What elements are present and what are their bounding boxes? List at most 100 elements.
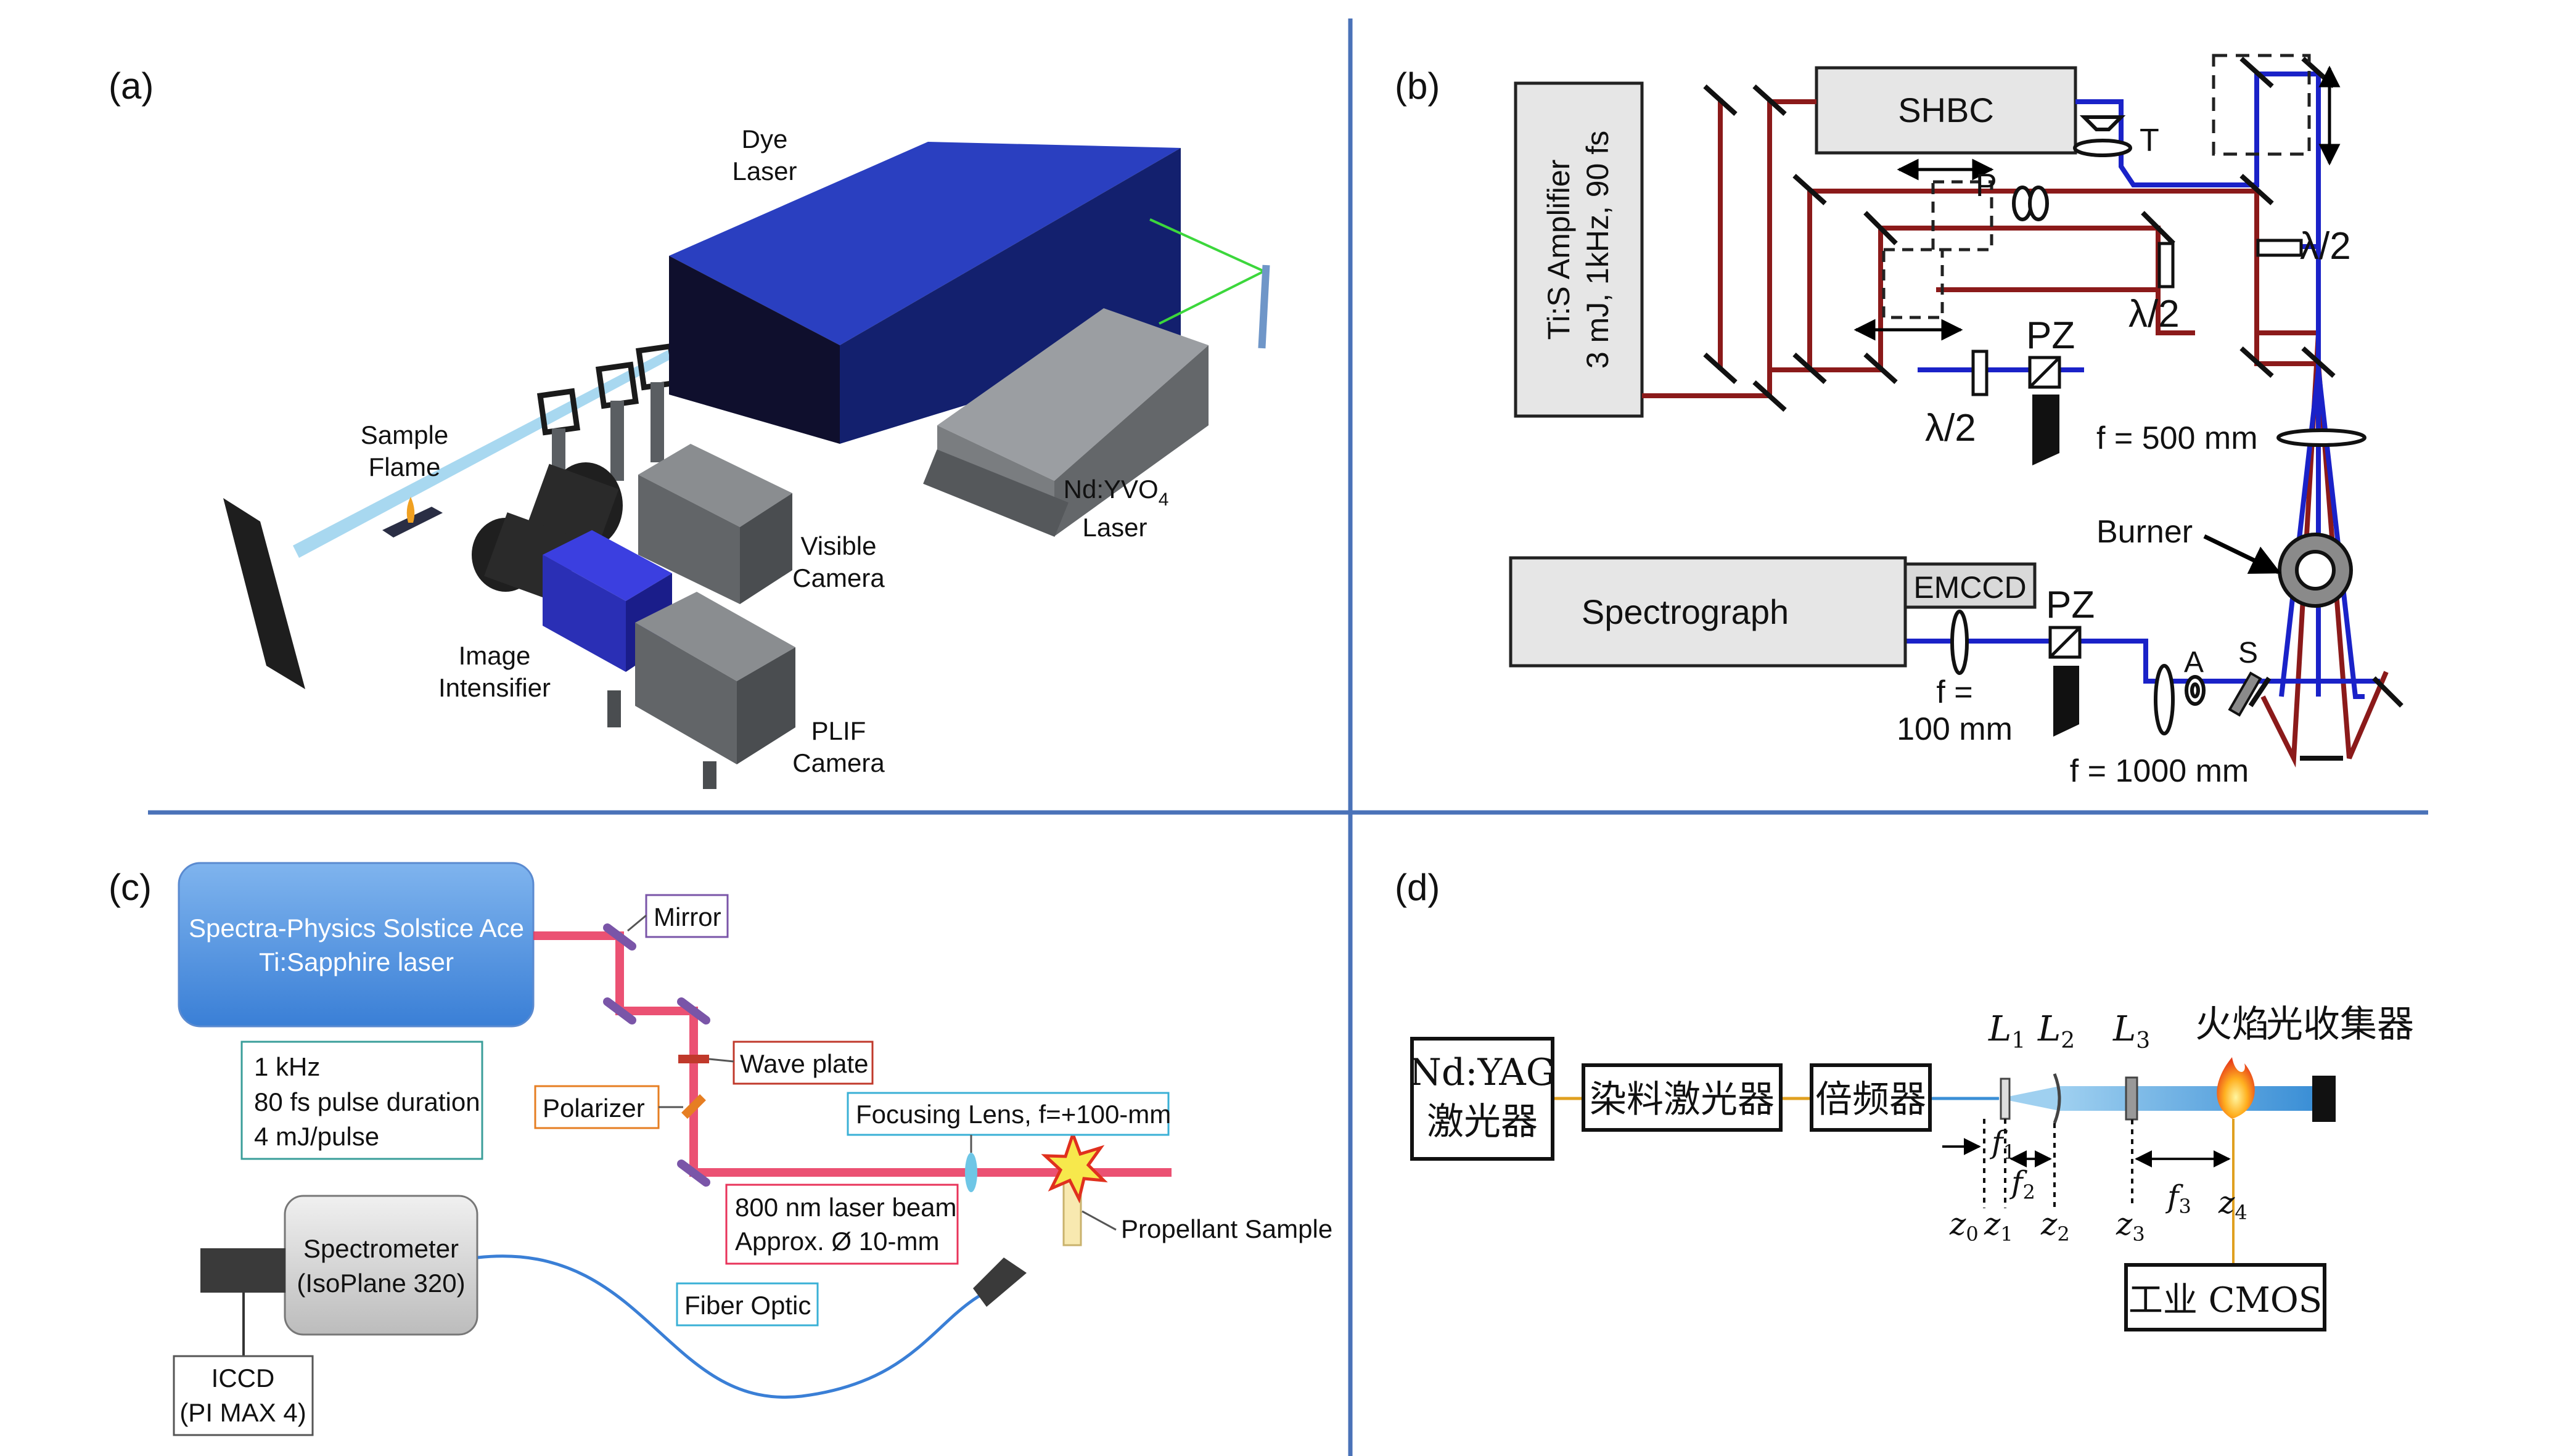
ti-s-amplifier-label-line2: 3 mJ, 1kHz, 90 fs	[1580, 131, 1615, 369]
image-intensifier-label-line1: Image	[459, 641, 531, 670]
visible-camera	[528, 444, 792, 604]
z-label-4: z4	[2218, 1185, 2247, 1224]
panel-label-c: (c)	[109, 867, 152, 908]
lens-f500	[2276, 428, 2366, 447]
aperture-label: A	[2184, 646, 2204, 679]
lens-label-l1: L1	[1988, 1009, 2026, 1053]
pz-beam-dump-top	[2032, 395, 2059, 465]
mirror-leader	[627, 914, 647, 932]
panel-b: Ti:S Amplifier 3 mJ, 1kHz, 90 fs SHBC	[1509, 54, 2403, 789]
uv-beam	[293, 321, 724, 558]
burner-label: Burner	[2096, 514, 2193, 550]
iccd-camera-body	[200, 1248, 285, 1293]
shbc-label: SHBC	[1898, 91, 1994, 129]
z-label-0: z0	[1949, 1206, 1979, 1246]
wave-plate-leader	[708, 1058, 734, 1063]
focal-length-markers	[1942, 1119, 2231, 1208]
panel-c: Spectra-Physics Solstice Ace Ti:Sapphire…	[173, 862, 1332, 1436]
spectrograph-label: Spectrograph	[1582, 592, 1789, 631]
sample-flame-icon	[406, 497, 415, 523]
nd-yag-box	[1410, 1037, 1554, 1161]
propellant-leader	[1082, 1210, 1117, 1231]
telescope-label: T	[2140, 123, 2159, 158]
z-label-1: z1	[1984, 1206, 2013, 1246]
plif-camera-label-line1: PLIF	[811, 716, 866, 745]
plif-camera-label-line2: Camera	[792, 748, 885, 777]
ti-s-amplifier-label-line1: Ti:S Amplifier	[1541, 160, 1576, 340]
dye-laser-box-d	[1582, 1063, 1783, 1132]
pz-beam-dump-bottom	[2053, 666, 2079, 737]
lambda-half-label-1: λ/2	[2300, 225, 2351, 268]
panel-dividers	[148, 18, 2428, 1456]
d-main-beam	[2059, 1086, 2312, 1111]
burner-icon	[2278, 533, 2353, 608]
beam-desc-line1: 800 nm laser beam	[735, 1193, 957, 1222]
burner-arrow	[2203, 534, 2281, 575]
fiber-collimator	[973, 1258, 1027, 1307]
wave-plate-label-box	[733, 1041, 874, 1085]
freq-doubler-box	[1810, 1063, 1932, 1132]
telescope-t-icon	[2073, 115, 2132, 157]
focal-label-f1: f1	[1989, 1124, 2016, 1164]
explosion-icon	[1041, 1129, 1108, 1204]
focusing-lens-label-box	[847, 1092, 1170, 1136]
emccd-label: EMCCD	[1913, 570, 2026, 605]
flame-label-d: 火焰	[2195, 1003, 2269, 1046]
dye-laser-label-line2: Laser	[732, 157, 797, 186]
pump-mirror	[1258, 264, 1270, 349]
panel-d: Nd:YAG 激光器 染料激光器 倍频器 L1 L2 L3 火焰 光收集器	[1409, 1003, 2414, 1331]
nd-yvo4-label-line1: Nd:YVO4	[1064, 475, 1169, 510]
filter-s	[2228, 671, 2262, 717]
aperture-a-icon	[2185, 675, 2206, 706]
polarizer-label: Polarizer	[543, 1094, 645, 1123]
nd-yag-label-line1: Nd:YAG	[1409, 1051, 1555, 1094]
laser-box-label-line1: Spectra-Physics Solstice Ace	[189, 914, 524, 943]
sample-flame-label-line1: Sample	[361, 420, 448, 449]
f100-label-line1: f =	[1936, 674, 1972, 710]
fiber-optic-label: Fiber Optic	[684, 1291, 811, 1320]
fiber-optic-cable	[477, 1254, 1003, 1399]
z-label-3: z3	[2116, 1206, 2145, 1246]
nd-yvo4-label-line2: Laser	[1082, 513, 1147, 542]
spectrograph-box	[1509, 556, 1907, 668]
shbc-box	[1815, 66, 2077, 155]
cmos-label: 工业 CMOS	[2128, 1280, 2322, 1320]
fiber-optic-label-box	[676, 1282, 819, 1327]
ti-s-amplifier-box	[1514, 81, 1644, 418]
mirror-label: Mirror	[654, 902, 721, 931]
lens-l1-d	[2000, 1078, 2011, 1120]
lens-label-l3: L3	[2112, 1009, 2150, 1053]
z-label-2: z2	[2040, 1206, 2070, 1246]
nd-yag-label-line2: 激光器	[1427, 1100, 1538, 1143]
d-focused-beam	[1999, 1086, 2059, 1111]
laser-box-label-line2: Ti:Sapphire laser	[259, 947, 454, 976]
dye-laser-box	[669, 142, 1181, 444]
blue-beam-paths	[1905, 72, 2380, 699]
lambda-half-label-3: λ/2	[1925, 407, 1976, 449]
spectrometer-label-line1: Spectrometer	[303, 1234, 459, 1263]
waveplate-3	[1971, 350, 1989, 396]
panel-b-mirrors	[1703, 57, 2403, 761]
light-collector-label: 光收集器	[2266, 1003, 2414, 1046]
periscope-p-icon	[2012, 186, 2049, 221]
lens-f100	[1950, 610, 1969, 675]
dye-laser-label-d: 染料激光器	[1590, 1078, 1775, 1121]
waveplate-1	[2157, 242, 2175, 288]
lens-f1000	[2154, 664, 2175, 735]
f1000-label: f = 1000 mm	[2070, 753, 2249, 789]
laser-specs-box	[240, 1041, 483, 1160]
p-label: P	[1976, 168, 1997, 203]
emccd-box	[1903, 562, 2037, 609]
beam-desc-box	[725, 1184, 959, 1265]
nd-yvo4-laser-box	[923, 308, 1209, 537]
focusing-lens-element	[965, 1153, 977, 1192]
image-intensifier-label-line2: Intensifier	[438, 673, 551, 702]
panel-c-optics	[603, 923, 710, 1187]
focal-label-f2: f2	[2009, 1164, 2035, 1204]
panel-a: Dye Laser Sample Flame Nd:YVO4 Laser Vis…	[223, 125, 1270, 789]
pz-label-top: PZ	[2026, 314, 2075, 357]
beam-desc-line2: Approx. Ø 10-mm	[735, 1227, 939, 1256]
polarizer-label-box	[534, 1085, 660, 1129]
panel-label-b: (b)	[1395, 65, 1440, 107]
panel-label-a: (a)	[109, 65, 154, 107]
